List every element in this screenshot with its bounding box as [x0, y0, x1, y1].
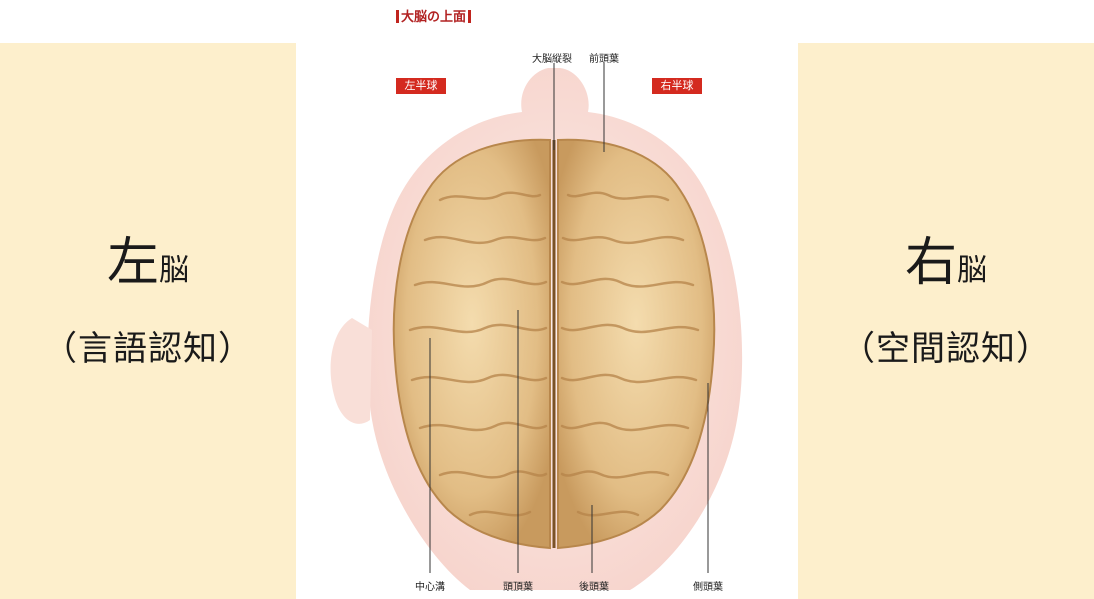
diagram-title: 大脳の上面	[394, 6, 473, 25]
right-hemisphere-badge: 右半球	[652, 78, 702, 94]
label-central-sulcus: 中心溝	[415, 578, 445, 593]
title-bar-left	[396, 10, 399, 23]
label-longitudinal-fissure: 大脳縦裂	[532, 50, 572, 65]
diagram-title-text: 大脳の上面	[401, 10, 466, 25]
label-temporal-lobe: 側頭葉	[693, 578, 723, 593]
label-occipital-lobe: 後頭葉	[579, 578, 609, 593]
label-parietal-lobe: 頭頂葉	[503, 578, 533, 593]
left-hemisphere-badge: 左半球	[396, 78, 446, 94]
title-bar-right	[468, 10, 471, 23]
label-frontal-lobe: 前頭葉	[589, 50, 619, 65]
